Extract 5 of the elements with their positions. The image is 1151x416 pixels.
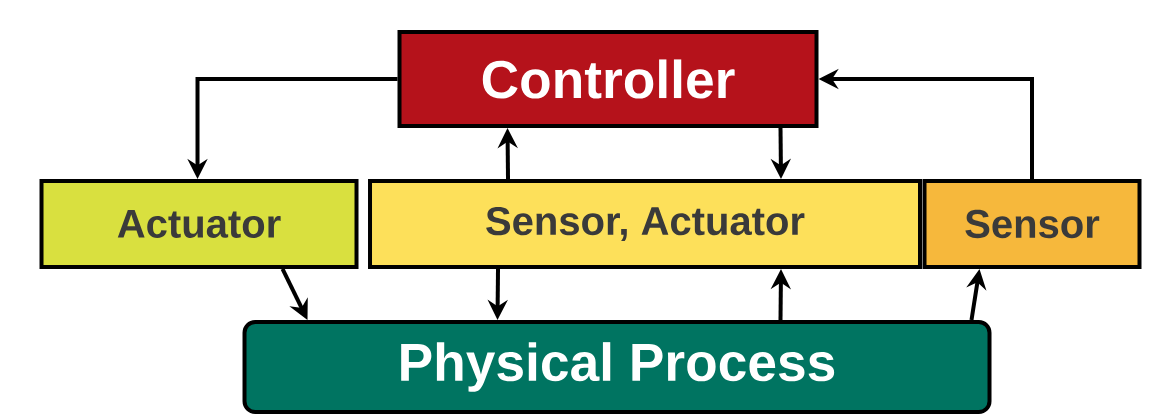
actuator-box: Actuator bbox=[39, 179, 359, 269]
sensor-actuator-box: Sensor, Actuator bbox=[368, 179, 922, 269]
controller-box: Controller bbox=[397, 30, 819, 128]
process-box: Physical Process bbox=[242, 320, 992, 414]
sensor-box: Sensor bbox=[922, 179, 1142, 269]
